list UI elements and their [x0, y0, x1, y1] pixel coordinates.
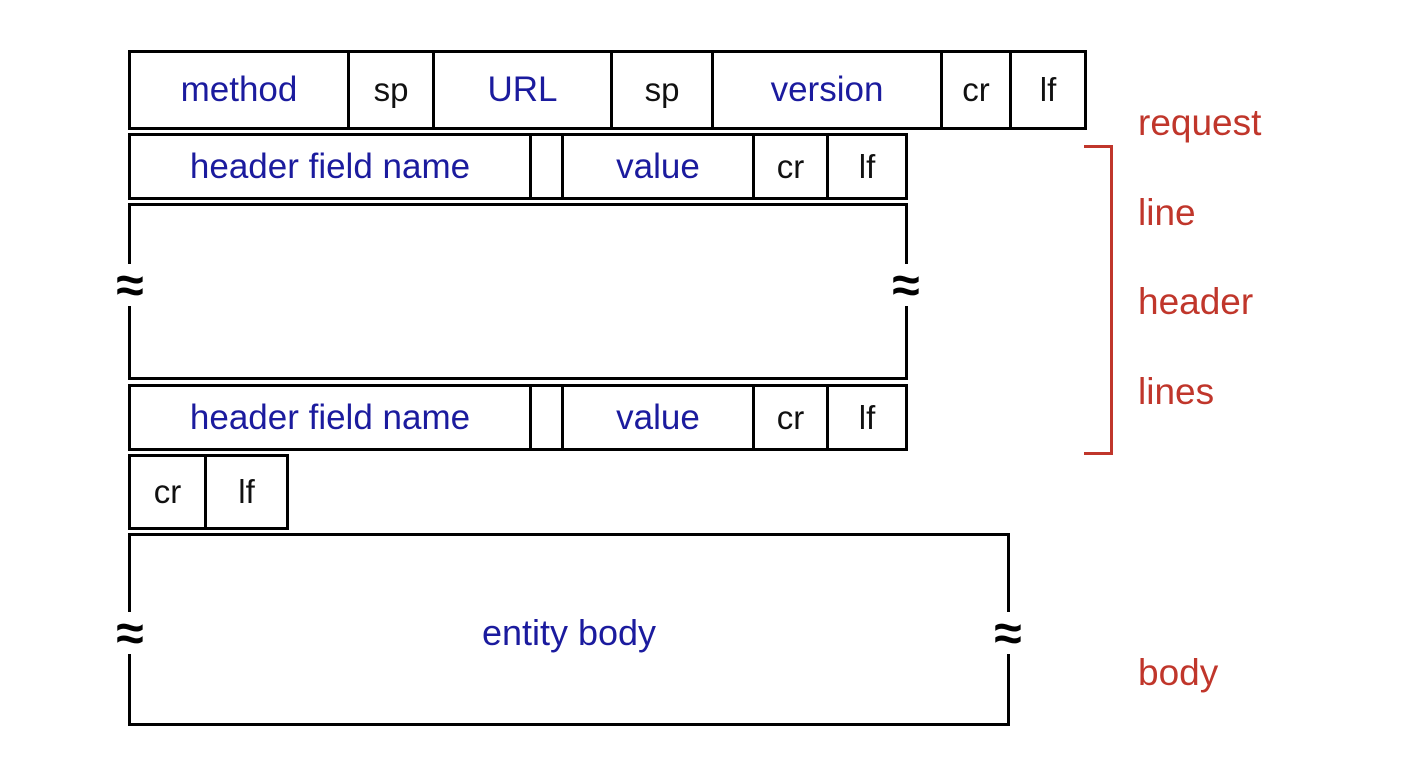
value-cell: value: [564, 387, 755, 448]
cr-cell: cr: [755, 387, 829, 448]
cr-label: cr: [153, 473, 182, 510]
sp-cell-1: sp: [350, 53, 435, 127]
annotation-text: request: [1138, 102, 1262, 143]
cr-label: cr: [776, 147, 805, 185]
header-field-name-cell: header field name: [131, 136, 532, 197]
lf-label: lf: [238, 473, 255, 510]
header-field-name-cell: header field name: [131, 387, 532, 448]
header-field-name-label: header field name: [189, 146, 471, 186]
cr-label: cr: [776, 398, 805, 436]
break-mark-icon: ≈: [112, 260, 148, 310]
cr-cell: cr: [131, 457, 207, 527]
break-mark-icon: ≈: [888, 260, 924, 310]
sp-label: sp: [644, 71, 680, 108]
break-mark-icon: ≈: [990, 608, 1026, 658]
separator-cell: [532, 136, 564, 197]
separator-cell: [532, 387, 564, 448]
request-line-annotation: request line: [1138, 55, 1261, 235]
sp-label: sp: [373, 71, 409, 108]
value-label: value: [616, 397, 700, 437]
header-lines-bracket: [1084, 145, 1113, 455]
header-line-row-bottom: header field name value cr lf: [128, 384, 908, 451]
header-line-row-top: header field name value cr lf: [128, 133, 908, 200]
cr-label: cr: [962, 71, 990, 108]
annotation-text: header: [1138, 281, 1254, 322]
lf-cell: lf: [829, 136, 905, 197]
method-label: method: [180, 70, 298, 109]
header-lines-annotation: header lines: [1138, 234, 1253, 414]
lf-cell: lf: [207, 457, 286, 527]
value-cell: value: [564, 136, 755, 197]
cr-cell: cr: [755, 136, 829, 197]
annotation-text: lines: [1138, 371, 1215, 412]
version-label: version: [770, 70, 884, 109]
header-lines-continuation-box: ≈ ≈: [112, 203, 924, 380]
url-cell: URL: [435, 53, 613, 127]
entity-body-label: entity body: [481, 612, 657, 653]
method-cell: method: [131, 53, 350, 127]
annotation-text: body: [1138, 652, 1219, 693]
sp-cell-2: sp: [613, 53, 714, 127]
lf-label: lf: [858, 147, 876, 185]
blank-line-row: cr lf: [128, 454, 289, 530]
value-label: value: [616, 146, 700, 186]
cr-cell: cr: [943, 53, 1012, 127]
body-annotation: body: [1138, 605, 1218, 695]
entity-body-box: ≈ ≈ entity body: [112, 533, 1026, 726]
lf-cell: lf: [829, 387, 905, 448]
request-line-row: method sp URL sp version cr lf: [128, 50, 1087, 130]
lf-label: lf: [858, 398, 876, 436]
url-label: URL: [487, 70, 558, 109]
lf-label: lf: [1039, 71, 1057, 108]
lf-cell: lf: [1012, 53, 1084, 127]
header-field-name-label: header field name: [189, 397, 471, 437]
break-mark-icon: ≈: [112, 608, 148, 658]
annotation-text: line: [1138, 192, 1196, 233]
version-cell: version: [714, 53, 943, 127]
